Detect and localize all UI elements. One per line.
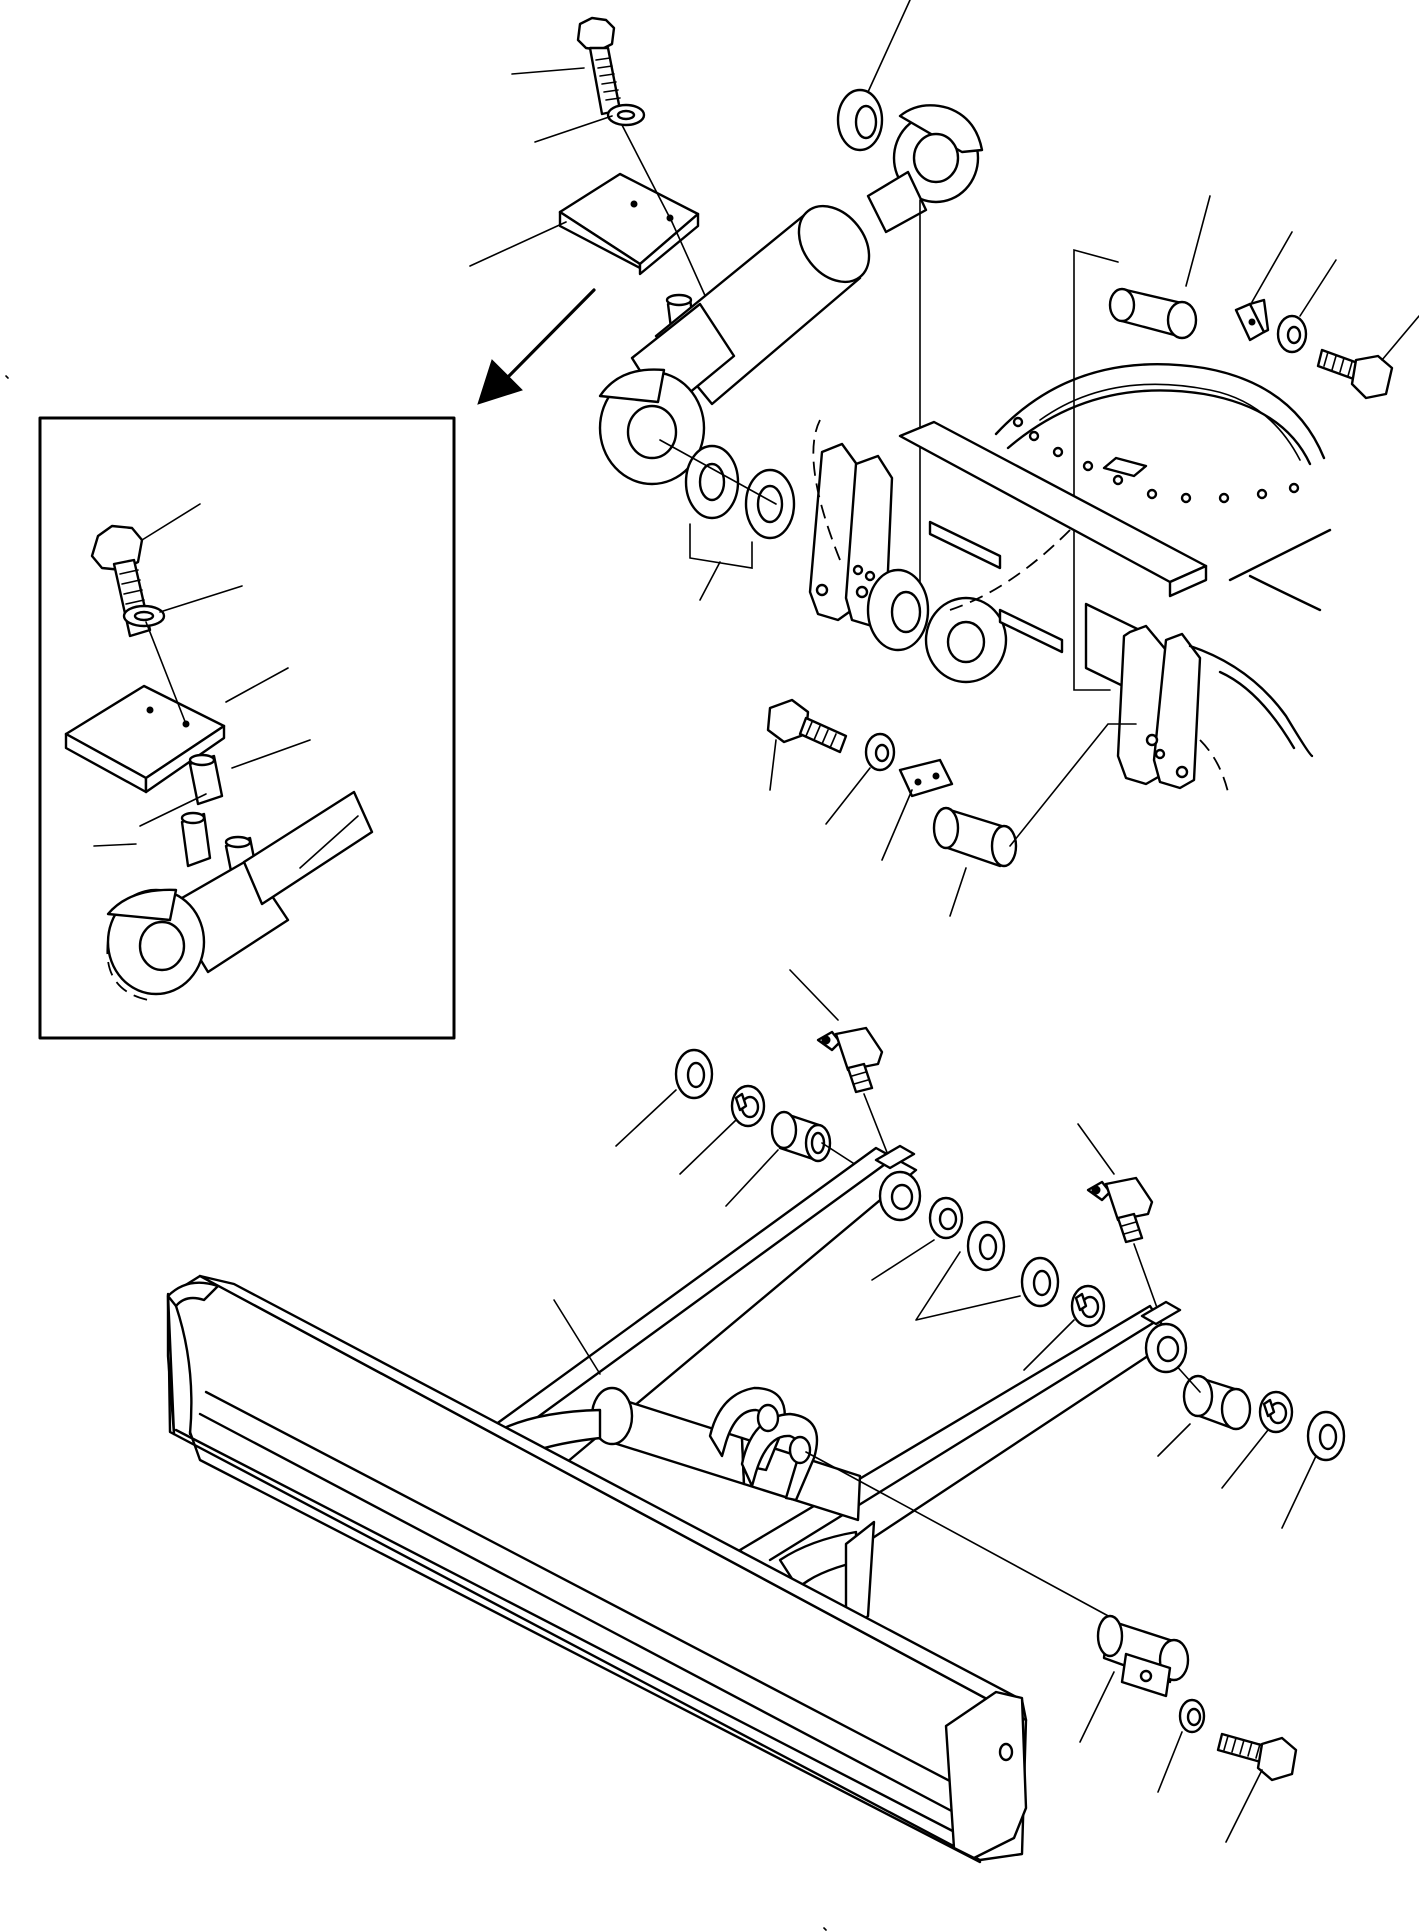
bracket-line: [689, 523, 753, 569]
lock-plate: [1234, 298, 1270, 342]
leader-line: [699, 561, 721, 601]
detail-inset: [38, 416, 456, 1040]
bracket-washer: [864, 732, 896, 772]
left-bushing: [770, 1110, 832, 1163]
leader-line: [949, 867, 967, 917]
rod-eye-washer: [836, 88, 884, 152]
leader-line: [1281, 1455, 1317, 1529]
right-bushing: [1182, 1374, 1252, 1431]
leader-line: [553, 1299, 601, 1375]
grease-fitting-left: [816, 1026, 884, 1094]
direction-arrow-head: [477, 359, 523, 405]
hydraulic-cylinder: [598, 104, 984, 486]
guide-line: [1133, 1243, 1161, 1317]
bracket-pin: [932, 806, 1018, 868]
leader-line: [825, 767, 871, 825]
leader-line: [1157, 1423, 1191, 1457]
leader-line: [1157, 1731, 1183, 1793]
leader-line: [469, 221, 567, 267]
dozer-frame: [166, 1144, 1188, 1864]
leader-line: [867, 0, 911, 93]
guide-line: [659, 439, 777, 505]
leader-line: [871, 1239, 935, 1281]
pin-guide: [1009, 723, 1137, 847]
grease-fitting-right: [1086, 1176, 1154, 1244]
bracket-bolt: [766, 698, 848, 754]
leader-line: [1225, 1769, 1263, 1843]
pin-guide: [1073, 248, 1119, 691]
leader-line: [789, 969, 839, 1021]
leader-line: [1185, 195, 1211, 287]
leader-line: [1079, 1671, 1115, 1743]
left-arm-washers: [928, 1196, 1006, 1272]
guide-line: [621, 124, 673, 223]
blade-pin-washer: [1178, 1698, 1206, 1734]
leader-line: [1251, 231, 1293, 303]
left-pin-washer: [674, 1048, 714, 1100]
cylinder-pin: [1108, 287, 1198, 340]
leader-line: [1221, 1429, 1269, 1489]
cylinder-base-washers: [684, 444, 796, 540]
leader-line: [915, 1251, 1021, 1321]
left-seal-ring: [730, 1084, 766, 1128]
leader-line: [615, 1089, 677, 1147]
right-seal-ring: [1258, 1390, 1294, 1434]
scan-mark: [823, 1927, 827, 1931]
direction-arrow: [503, 288, 596, 382]
leader-line: [881, 789, 913, 861]
pin-washer: [1276, 314, 1308, 354]
leader-line: [534, 115, 613, 143]
right-inner-washers: [1020, 1256, 1106, 1328]
chassis-frame: [808, 363, 1332, 793]
leader-line: [1077, 1123, 1115, 1175]
pin-bolt: [1316, 348, 1394, 400]
leader-line: [679, 1119, 737, 1175]
leader-line: [1381, 315, 1419, 361]
bracket-lock-plate: [898, 758, 954, 798]
guide-line: [863, 1093, 891, 1161]
leader-line: [1023, 1319, 1075, 1371]
blade-pin: [1096, 1614, 1190, 1698]
top-cover-plate: [558, 172, 700, 276]
top-bolt: [576, 16, 622, 116]
top-washer: [606, 103, 646, 127]
right-pin-washer: [1306, 1410, 1346, 1462]
leader-line: [1299, 259, 1337, 317]
leader-line: [511, 67, 585, 75]
leader-line: [769, 739, 777, 791]
scan-mark: [5, 375, 9, 379]
leader-line: [725, 1149, 779, 1207]
blade-pin-bolt: [1216, 1732, 1298, 1782]
